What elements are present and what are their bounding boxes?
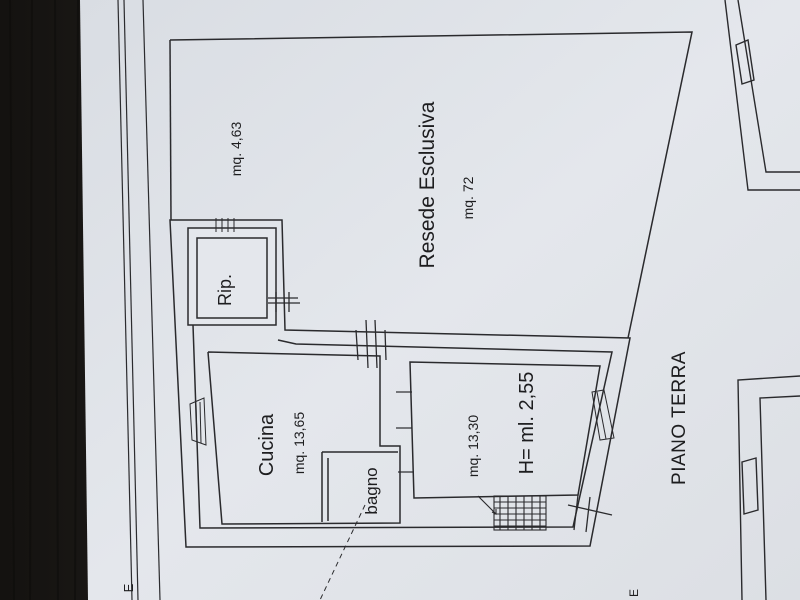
ripostiglio-label: Rip.	[215, 274, 235, 307]
ripostiglio-window	[215, 218, 235, 232]
cucina-area: mq. 13,65	[291, 411, 307, 475]
ripostiglio-door	[268, 292, 300, 312]
edge-mark: E	[121, 583, 136, 593]
kitchen-door	[355, 319, 387, 369]
stanza-window	[591, 389, 615, 441]
entrance-door	[567, 494, 613, 533]
resede-label: Resede Esclusiva	[416, 101, 439, 269]
neighbour-plan-top	[724, 0, 800, 191]
building-walls	[169, 219, 631, 548]
bagno-label: bagno	[362, 467, 381, 515]
stanza-height: H= ml. 2,55	[516, 371, 538, 475]
resede-area: mq. 72	[460, 176, 476, 220]
wood-grain	[9, 0, 79, 600]
stanza-doors	[396, 391, 414, 473]
page-border	[117, 0, 161, 600]
resede-boundary	[169, 31, 693, 339]
paper-sheet	[80, 0, 800, 600]
neighbour-plan-bottom	[737, 375, 800, 600]
edge-mark-right: E	[627, 589, 641, 598]
cucina-label: Cucina	[256, 413, 278, 477]
ripostiglio-walls	[187, 227, 277, 326]
stanza-area: mq. 13,30	[465, 414, 481, 478]
ripostiglio-area: mq. 4,63	[228, 121, 244, 177]
cucina-walls	[207, 351, 401, 525]
staircase	[477, 495, 547, 531]
plan-title: PIANO TERRA	[669, 351, 690, 485]
cucina-window	[189, 397, 207, 446]
